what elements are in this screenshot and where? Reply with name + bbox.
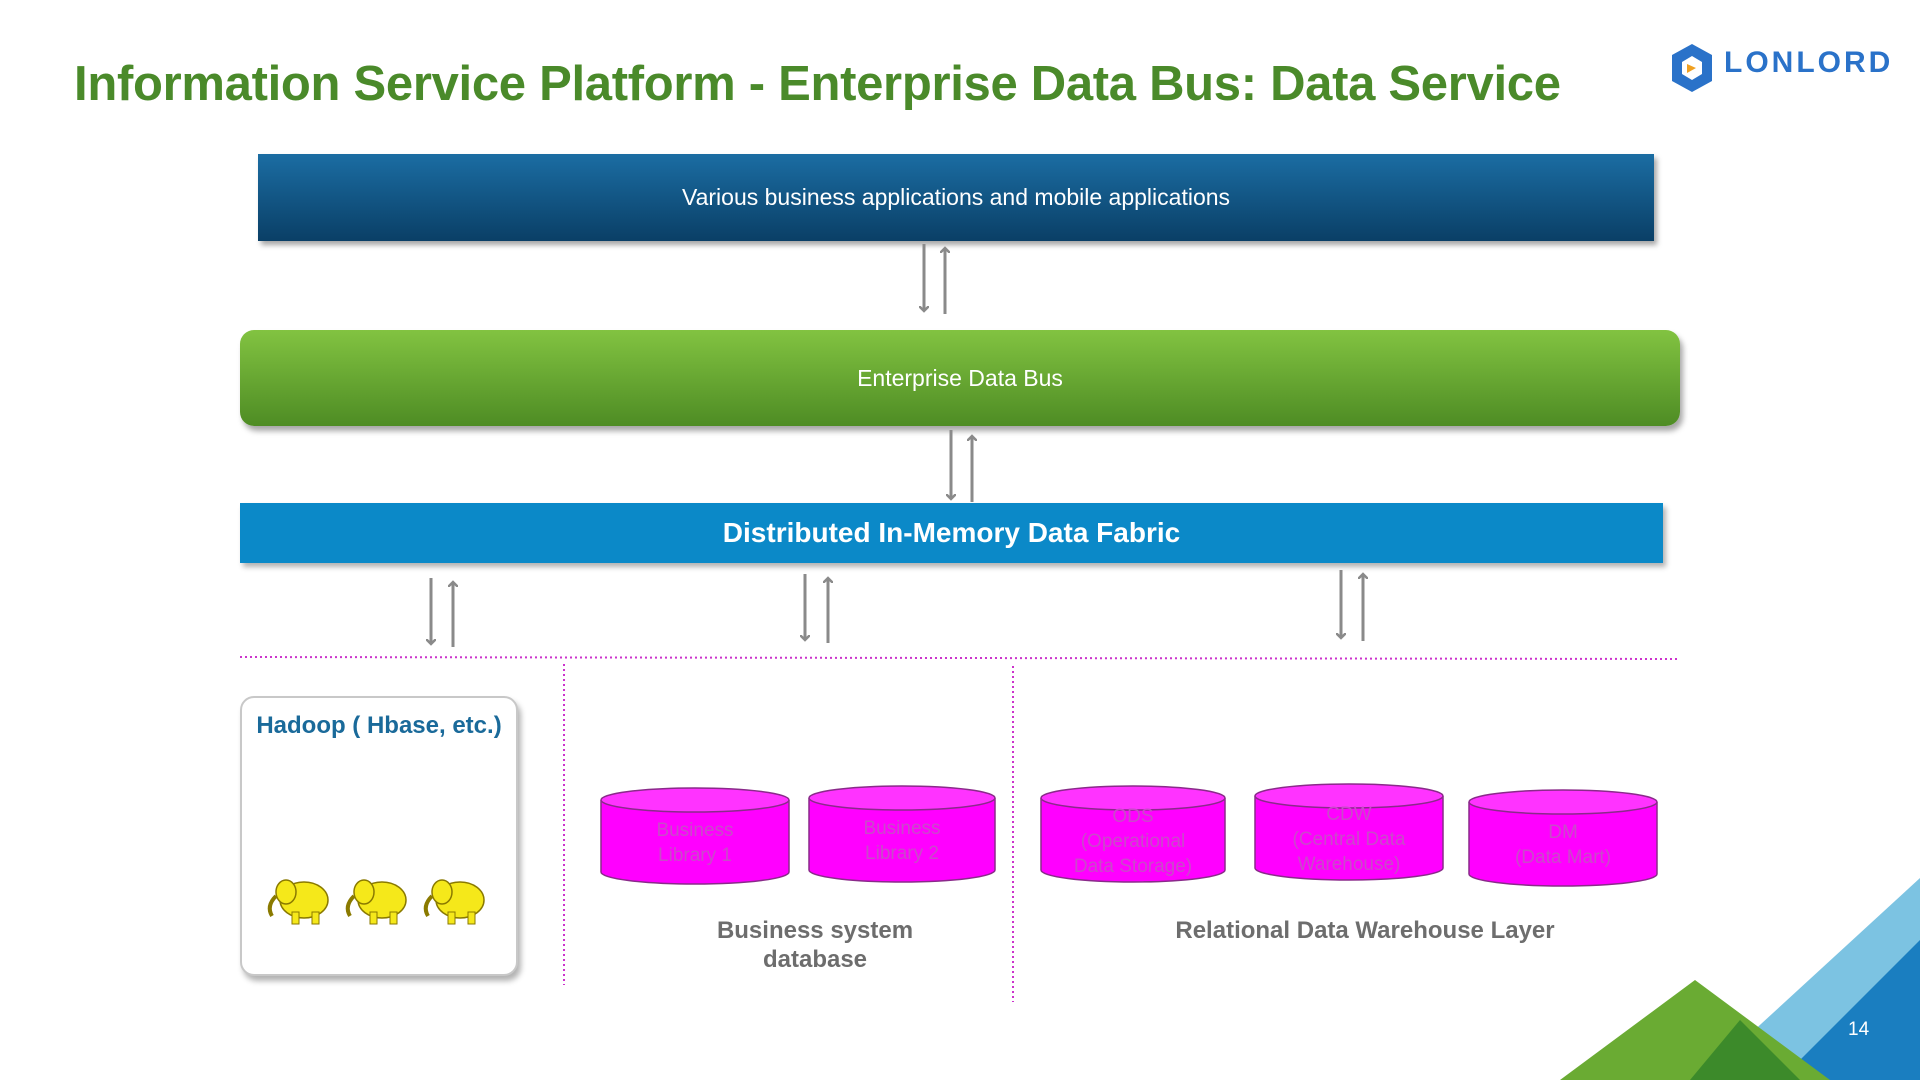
arrow-pair-warehouse — [1341, 570, 1363, 641]
cylinder-label: ODS — [1112, 806, 1154, 827]
logo-text: LONLORD — [1724, 46, 1894, 79]
cylinder-label: Data Storage) — [1073, 856, 1193, 877]
cylinder-label: Library 2 — [865, 843, 939, 864]
page-number: 14 — [1848, 1019, 1870, 1040]
lonlord-logo-icon — [1672, 44, 1712, 92]
corner-decoration — [1560, 878, 1920, 1080]
elephant-icon — [345, 879, 407, 925]
cylinder-ods: ODS (Operational Data Storage) — [1040, 784, 1226, 884]
cylinder-business-library-2: Business Library 2 — [808, 784, 996, 884]
arrow-pair-hadoop — [431, 578, 453, 647]
cylinder-label: (Operational — [1080, 831, 1186, 852]
cylinder-cdw: CDW (Central Data Warehouse) — [1254, 782, 1444, 882]
business-db-label-line1: Business system — [716, 917, 914, 944]
horizontal-divider — [239, 656, 1679, 660]
elephant-icon — [423, 879, 485, 925]
business-db-label-line2: database — [762, 946, 868, 973]
page-title: Information Service Platform - Enterpris… — [74, 57, 1561, 111]
arrow-pair-apps-bus — [924, 244, 945, 314]
data-bus-layer: Enterprise Data Bus — [240, 330, 1680, 426]
cylinder-label: (Data Mart) — [1514, 847, 1612, 868]
cylinder-label: (Central Data — [1292, 829, 1406, 850]
cylinder-label: Warehouse) — [1297, 854, 1401, 875]
cylinder-label: DM — [1548, 822, 1578, 843]
cylinder-label: Business — [863, 818, 941, 839]
warehouse-label: Relational Data Warehouse Layer — [1175, 917, 1555, 944]
arrow-pair-bus-fabric — [951, 430, 972, 502]
cylinder-label: CDW — [1326, 804, 1372, 825]
cylinder-label: Business — [656, 820, 734, 841]
hadoop-nodes — [267, 879, 485, 925]
arrow-pair-business-db — [805, 574, 828, 643]
hadoop-title: Hadoop ( Hbase, etc.) — [256, 712, 502, 739]
business-db-label: Business system database — [680, 916, 950, 974]
elephant-icon — [267, 879, 329, 925]
cylinder-label: Library 1 — [658, 845, 732, 866]
cylinder-business-library-1: Business Library 1 — [600, 786, 790, 886]
data-fabric-layer: Distributed In-Memory Data Fabric — [240, 503, 1663, 563]
hadoop-panel: Hadoop ( Hbase, etc.) — [240, 696, 518, 976]
apps-layer: Various business applications and mobile… — [258, 154, 1654, 241]
cylinder-dm: DM (Data Mart) — [1468, 788, 1658, 888]
logo: LONLORD — [1668, 40, 1898, 95]
